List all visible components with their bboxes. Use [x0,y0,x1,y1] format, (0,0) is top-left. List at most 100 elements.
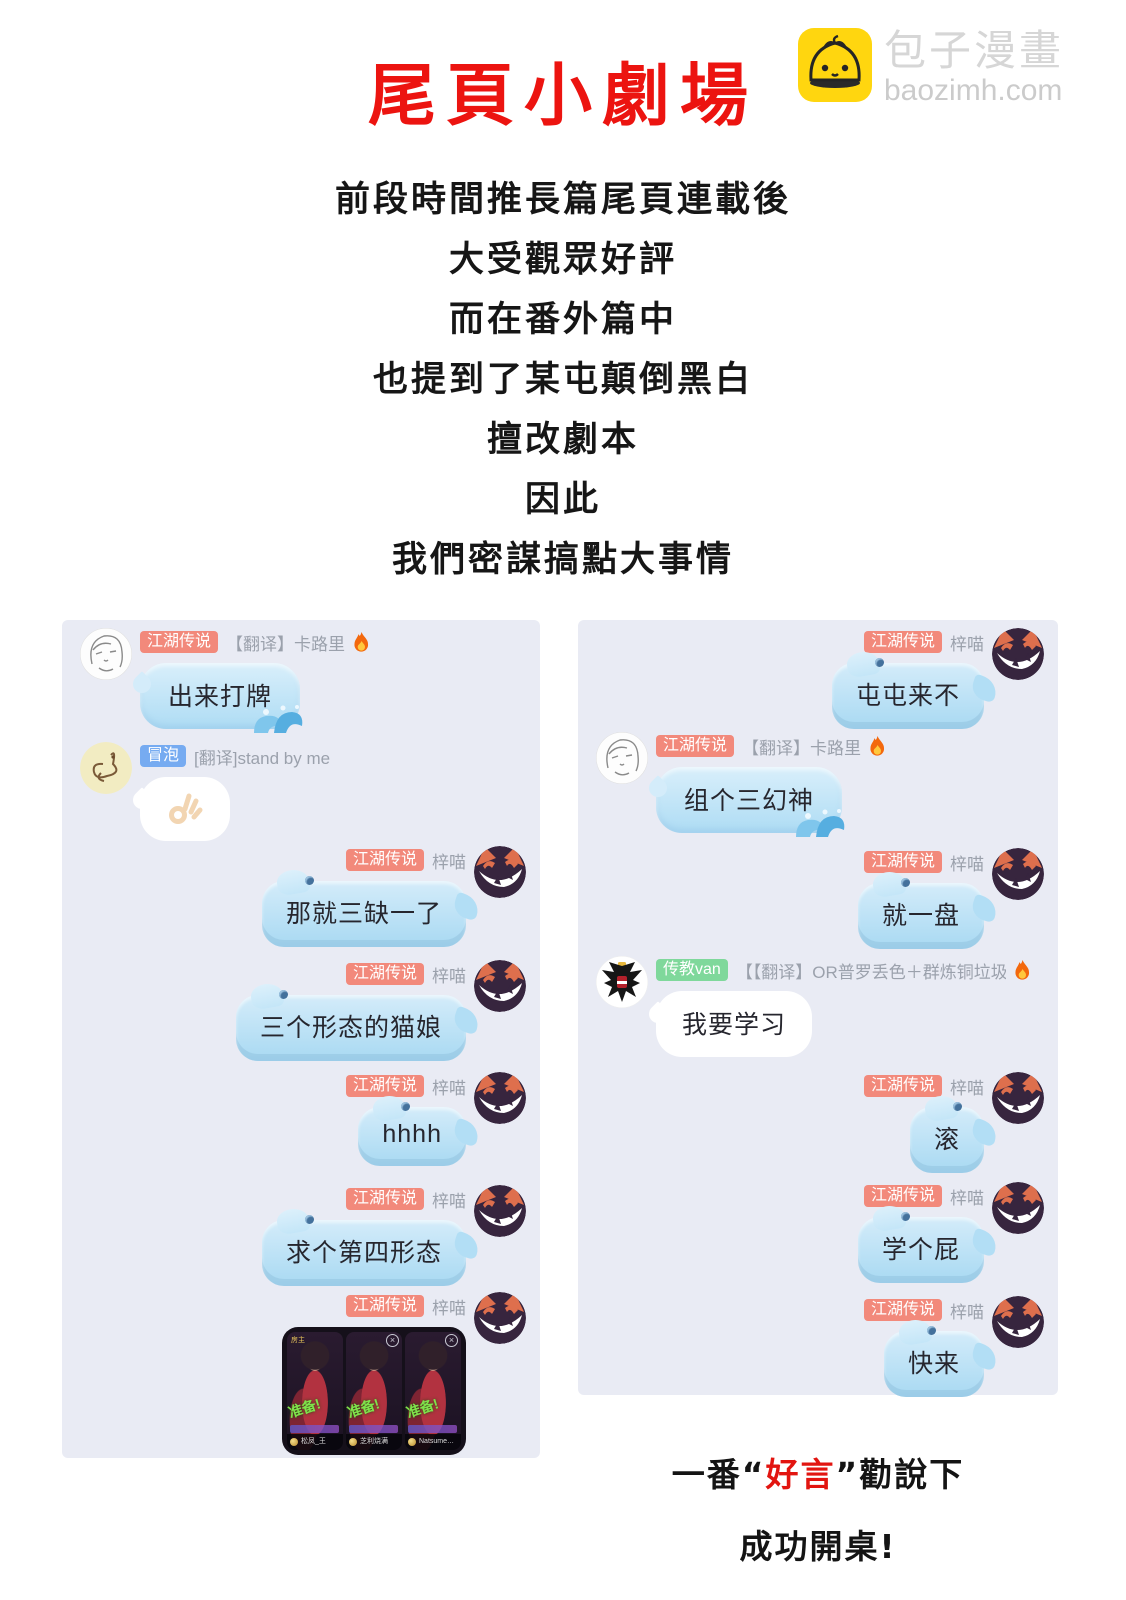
chat-message: 江湖传说 【翻译】卡路里 出来打牌 [80,628,370,733]
intro-narration: 前段時間推長篇尾頁連載後 大受觀眾好評 而在番外篇中 也提到了某屯顛倒黑白 擅改… [0,170,1126,590]
group-tag: 江湖传说 [140,630,219,654]
sender-name: 【翻译】卡路里 [742,738,862,758]
chat-bubble[interactable] [140,777,230,841]
baozi-bun-icon [798,28,872,102]
chat-bubble[interactable]: hhhh [358,1093,482,1166]
chat-bubble[interactable]: 组个三幻神 [656,767,845,837]
chat-bubble[interactable]: 就一盘 [857,869,1000,949]
avatar-gengar[interactable] [474,1292,526,1344]
water-drop-decoration [304,876,314,885]
avatar-gengar[interactable] [474,960,526,1012]
avatar-yellow-bug[interactable] [80,742,132,794]
card-banner [408,1425,457,1433]
avatar-sketch-girl[interactable] [80,628,132,680]
avatar-gengar[interactable] [474,1072,526,1124]
chat-screenshot-left: 江湖传说 【翻译】卡路里 出来打牌 冒泡 [翻译]stand by me [62,620,540,1458]
sender-name: 梓喵 [950,854,984,874]
sender-name: [翻译]stand by me [194,748,331,768]
avatar-gengar[interactable] [992,1182,1044,1234]
chat-bubble[interactable]: 学个屁 [857,1203,1000,1283]
message-text: 滚 [933,1126,960,1154]
chat-bubble[interactable]: 出来打牌 [140,663,303,733]
avatar-gengar[interactable] [992,628,1044,680]
sender-name: 梓喵 [432,966,466,986]
water-drop-decoration [952,1102,962,1111]
group-tag: 江湖传说 [345,848,424,872]
message-text: hhhh [382,1120,442,1148]
sender-name: 【【翻译】OR普罗丢色＋群炼铜垃圾… [735,962,1006,982]
card-banner [349,1425,398,1433]
bubble-tail [451,891,482,922]
chat-bubble[interactable]: 三个形态的猫娘 [235,981,482,1061]
group-tag: 江湖传说 [863,1074,942,1098]
game-cards-image[interactable]: 房主 准备! 松凤_王 × 准备! 芝利烧满 × 准备! [282,1327,466,1455]
sender-name: 梓喵 [432,1078,466,1098]
message-text: 学个屁 [881,1236,960,1264]
bubble-tail [969,1117,1000,1148]
card-player-label: 松凤_王 [287,1434,343,1450]
site-watermark: 包子漫畫 baozimh.com [798,28,1064,108]
avatar-sketch-girl[interactable] [596,732,648,784]
card-player-label: 芝利烧满 [346,1434,402,1450]
chat-message: 江湖传说 梓喵 求个第四形态 [261,1185,526,1286]
group-tag: 江湖传说 [345,1187,424,1211]
footer-line-2: 成功開桌! [739,1527,897,1566]
fire-icon [354,632,369,652]
avatar-gengar[interactable] [474,1185,526,1237]
footer-caption: 一番“好言”勸說下 成功開桌! [578,1448,1058,1568]
chat-message: 江湖传说 梓喵 三个形态的猫娘 [235,960,526,1061]
ready-stamp: 准备! [287,1395,323,1421]
avatar-gengar[interactable] [992,848,1044,900]
avatar-gengar[interactable] [992,1296,1044,1348]
chat-message: 江湖传说 梓喵 hhhh [345,1072,526,1166]
group-tag: 传教van [656,958,728,982]
message-text: 快来 [907,1350,960,1378]
chat-message: 江湖传说 梓喵 房主 准备! 松凤_王 × 准备! 芝利烧满 [282,1292,526,1455]
bubble-tail [451,1005,482,1036]
chat-bubble[interactable]: 滚 [909,1093,1000,1173]
avatar-gengar[interactable] [992,1072,1044,1124]
avatar-eagle-crest[interactable] [596,956,648,1008]
chat-screenshot-right: 江湖传说 梓喵 屯屯来不 江湖传说 【翻译】卡路里 [578,620,1058,1397]
ok-hand-icon [166,791,204,825]
chat-bubble[interactable]: 快来 [883,1317,1000,1397]
chat-message: 江湖传说 梓喵 屯屯来不 [831,628,1044,729]
water-drop-decoration [304,1215,314,1224]
group-tag: 江湖传说 [345,1074,424,1098]
chat-message: 江湖传说 梓喵 滚 [863,1072,1044,1173]
chat-bubble[interactable]: 我要学习 [656,991,813,1057]
group-tag: 江湖传说 [345,1294,424,1318]
chat-message: 江湖传说 梓喵 学个屁 [857,1182,1044,1283]
intro-line: 擅改劇本 [486,420,639,460]
water-drop-decoration [900,1212,910,1221]
sender-name: 梓喵 [432,852,466,872]
chat-bubble[interactable]: 那就三缺一了 [261,867,482,947]
message-text: 组个三幻神 [684,787,815,815]
message-text: 那就三缺一了 [285,900,442,928]
message-text: 屯屯来不 [855,682,960,710]
page-title: 尾頁小劇場 [367,56,758,136]
message-text: 三个形态的猫娘 [259,1014,442,1042]
chat-message: 江湖传说 梓喵 快来 [863,1296,1044,1397]
ready-stamp: 准备! [346,1395,382,1421]
chat-bubble[interactable]: 屯屯来不 [831,649,1000,729]
sender-name: 【翻译】卡路里 [226,634,346,654]
message-text: 出来打牌 [168,683,273,711]
footer-text: ”勸說下 [835,1455,965,1494]
message-text: 我要学习 [682,1011,787,1039]
card-banner [290,1425,339,1433]
group-tag: 江湖传说 [863,1298,942,1322]
card-player-label: Natsume… [405,1434,461,1450]
avatar-gengar[interactable] [474,846,526,898]
footer-text: 一番“ [671,1455,766,1494]
message-text: 就一盘 [881,902,960,930]
chat-bubble[interactable]: 求个第四形态 [261,1206,482,1286]
close-icon: × [386,1334,399,1347]
intro-line: 大受觀眾好評 [448,240,677,280]
chat-message: 江湖传说 梓喵 那就三缺一了 [261,846,526,947]
group-tag: 江湖传说 [656,734,735,758]
group-tag: 江湖传说 [863,850,942,874]
chat-message: 江湖传说 【翻译】卡路里 组个三幻神 [596,732,886,837]
intro-line: 而在番外篇中 [448,300,677,340]
intro-line: 也提到了某屯顛倒黑白 [372,360,753,400]
